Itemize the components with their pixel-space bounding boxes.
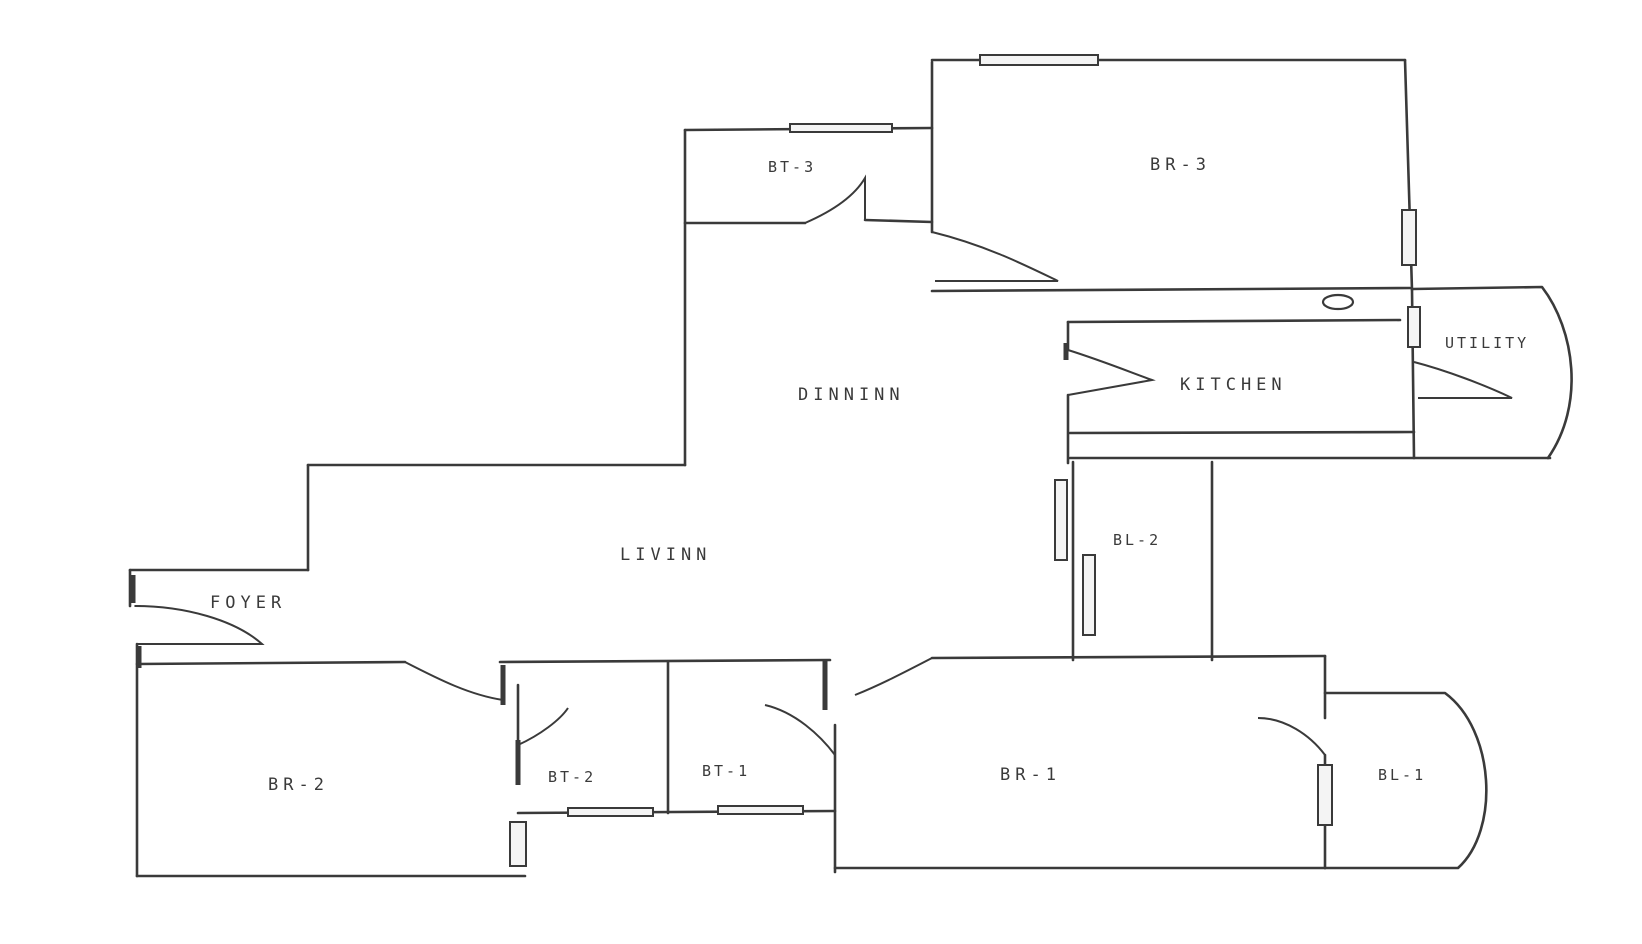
window-bl2	[1054, 479, 1068, 561]
doors	[134, 174, 1513, 756]
door-br3	[931, 231, 1059, 282]
label-kitchen: KITCHEN	[1180, 375, 1287, 395]
label-utility: UTILITY	[1445, 334, 1529, 352]
window-bl2-lower	[1082, 554, 1096, 636]
window-br3-east	[1401, 209, 1417, 266]
label-bt1: BT-1	[702, 762, 750, 780]
label-bl1: BL-1	[1378, 766, 1426, 784]
sink-icon	[1321, 293, 1355, 311]
label-bl2: BL-2	[1113, 531, 1161, 549]
label-living: LIVINN	[620, 545, 711, 565]
window-kitchen	[1407, 306, 1421, 348]
label-bt2: BT-2	[548, 768, 596, 786]
door-bt2	[517, 707, 569, 746]
label-foyer: FOYER	[210, 593, 286, 613]
door-bl1	[1257, 717, 1326, 756]
door-jambs	[130, 343, 1069, 785]
door-bt3	[804, 174, 866, 224]
door-foyer	[134, 605, 265, 645]
door-bt1	[764, 704, 836, 756]
window-br2	[509, 821, 527, 867]
fixtures	[1321, 293, 1355, 311]
window-bt3	[789, 123, 893, 133]
windows	[509, 54, 1421, 867]
label-br2: BR-2	[268, 775, 329, 795]
label-bt3: BT-3	[768, 158, 816, 176]
window-bt2	[567, 807, 654, 817]
label-br3: BR-3	[1150, 155, 1211, 175]
window-br3	[979, 54, 1099, 66]
label-dinning: DINNINN	[798, 385, 905, 405]
walls	[128, 58, 1573, 878]
window-bl1	[1317, 764, 1333, 826]
door-kitchen	[1067, 349, 1156, 396]
door-br2	[404, 661, 504, 701]
room-labels: BT-3 BR-3 DINNINN KITCHEN UTILITY LIVINN…	[210, 155, 1529, 795]
door-br1	[854, 657, 933, 696]
label-br1: BR-1	[1000, 765, 1061, 785]
window-bt1	[717, 805, 804, 815]
door-utility	[1413, 361, 1513, 399]
